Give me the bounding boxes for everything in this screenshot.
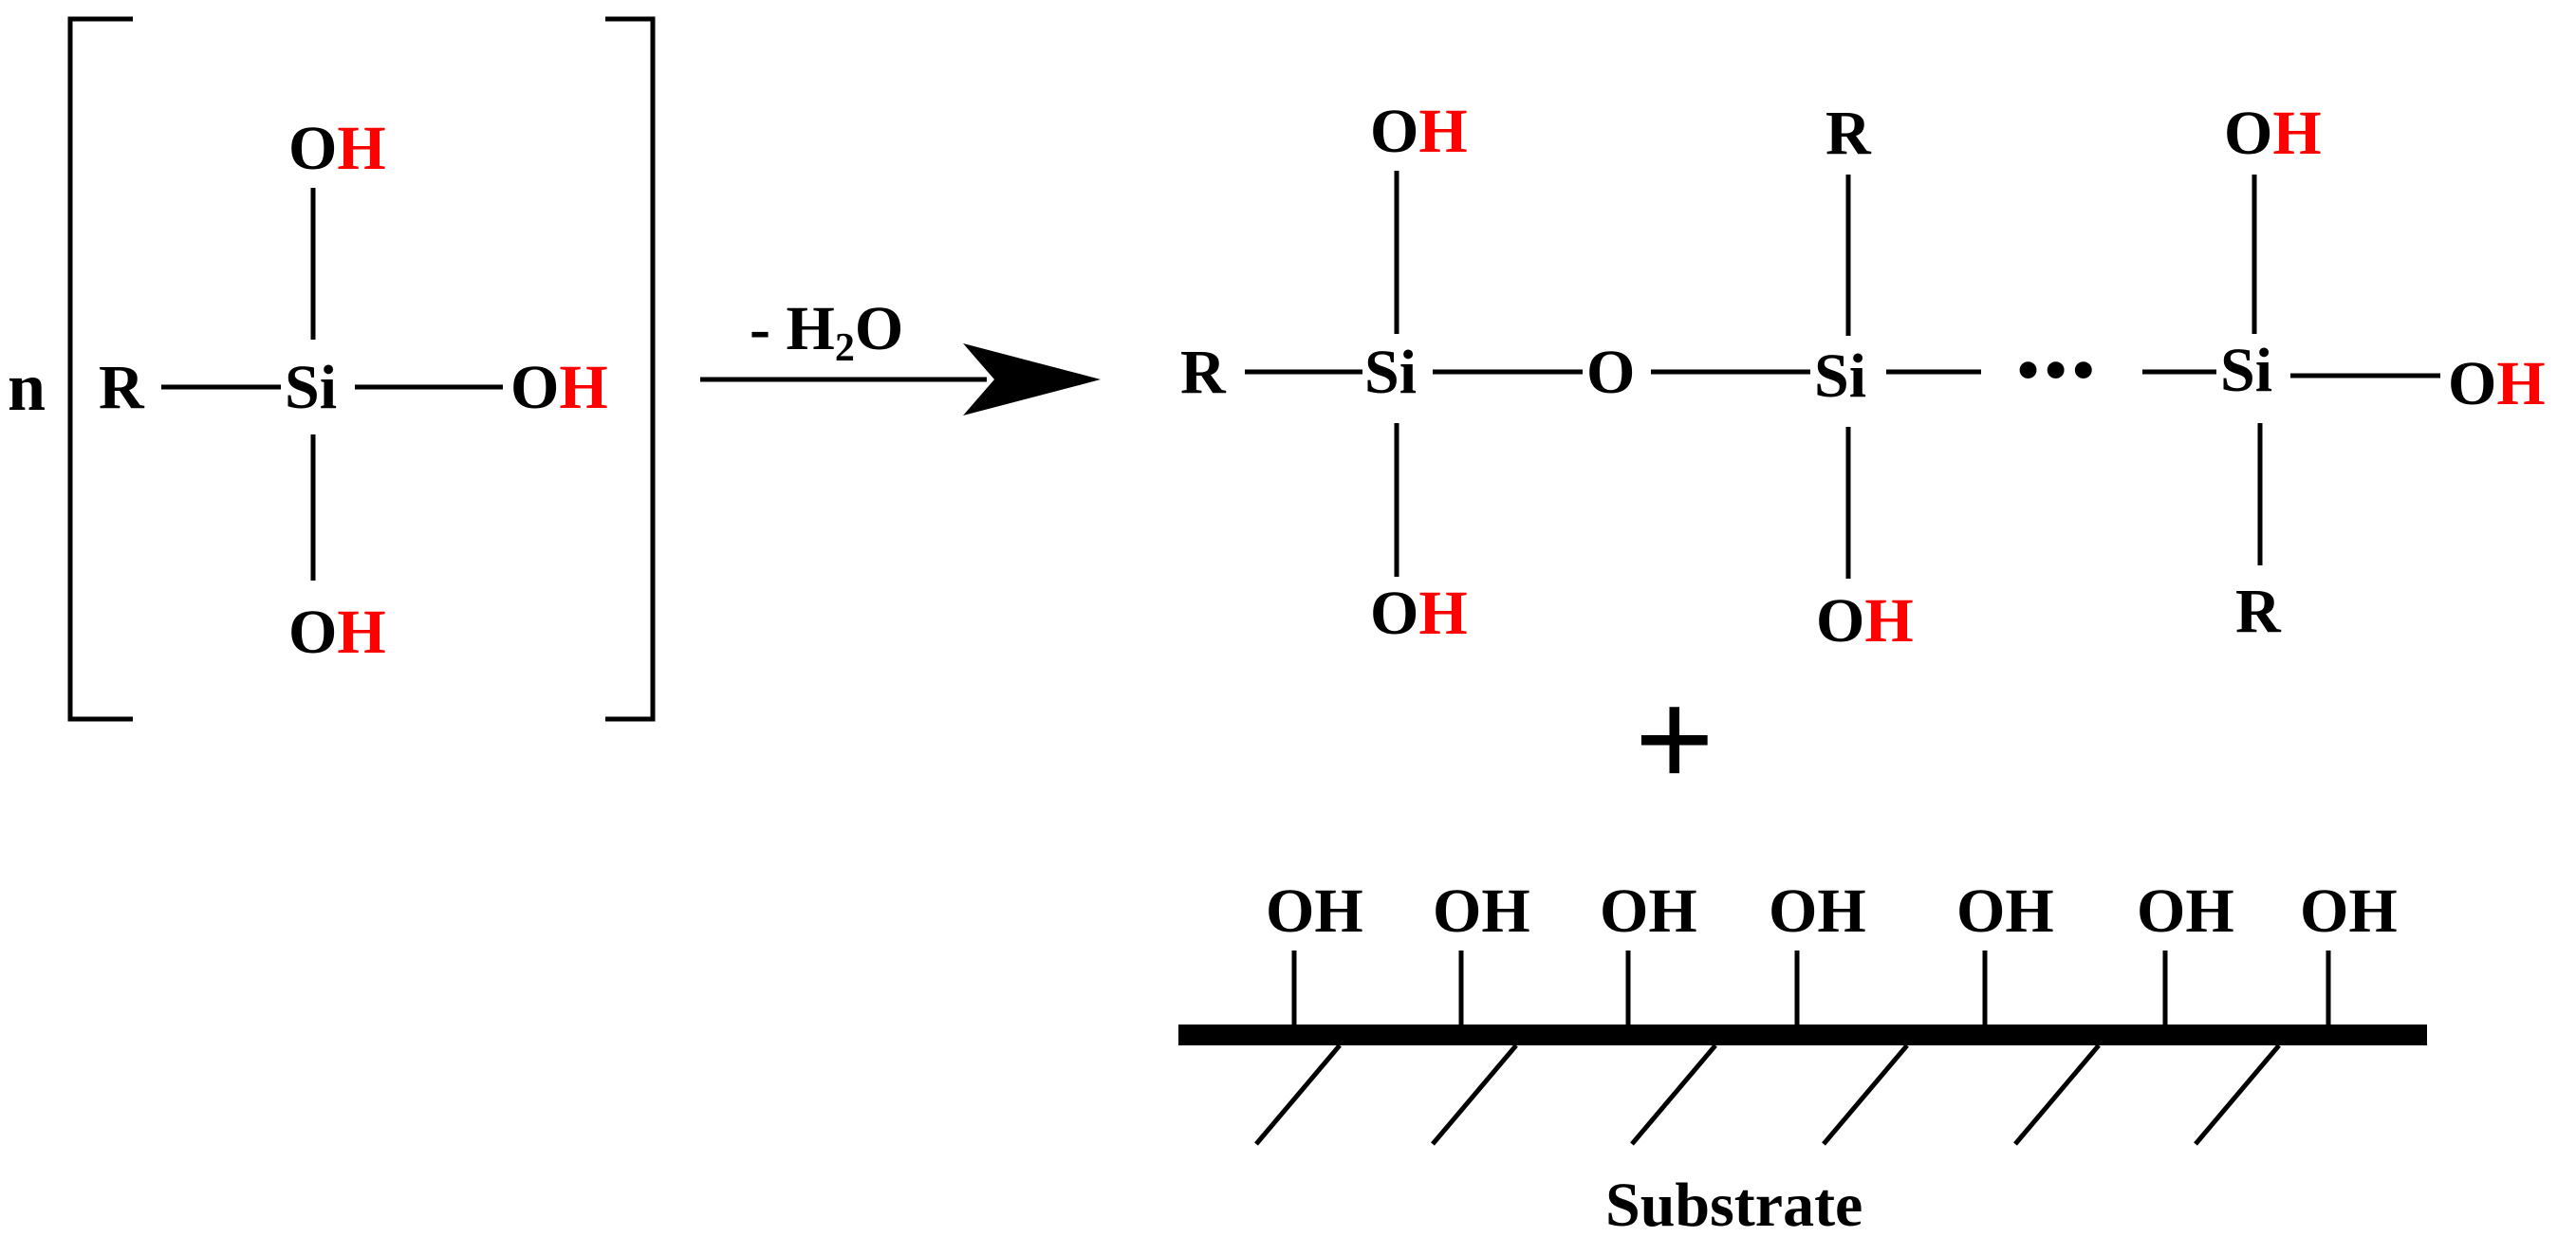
reactant-oh-bottom: OH [288,598,386,667]
reactant-oh-right: OH [510,353,608,422]
product-bridge-o: O [1586,338,1635,407]
product-oh-bottom-2: OH [1816,586,1914,655]
reaction-arrow: - H2O [700,294,1101,415]
chain-continuation-dots: ••• [2017,336,2100,405]
right-bracket [605,16,656,722]
product-oh-top-3: OH [2224,99,2322,168]
coefficient-n: n [8,349,46,425]
surface-oh-6: OH [2137,877,2234,946]
hydroxylated-substrate: OH OH OH OH OH OH OH Substrate [1178,877,2427,1237]
product-oh-bottom-1: OH [1370,579,1468,648]
product-oh-top-1: OH [1370,97,1468,166]
product-oh-right-3: OH [2448,349,2546,418]
hatch-line-4 [1822,1043,1909,1146]
reactant-si: Si [285,353,337,422]
product-r-top-2: R [1825,99,1872,168]
arrow-head [963,343,1101,415]
reactant-oh-top: OH [288,114,386,183]
arrow-label-water-loss: - H2O [750,294,903,370]
substrate-hatching [1254,1043,2281,1146]
hatch-line-3 [1630,1043,1717,1146]
substrate-label: Substrate [1605,1171,1863,1237]
hatch-line-6 [2194,1043,2281,1146]
reactant-monomer: n OH R Si OH OH [8,16,656,722]
surface-oh-1: OH [1266,877,1363,946]
surface-hydroxyl-groups: OH OH OH OH OH OH OH [1266,877,2398,1025]
hatch-line-5 [2013,1043,2101,1146]
surface-oh-5: OH [1956,877,2054,946]
hatch-line-2 [1431,1043,1518,1146]
product-si-3: Si [2220,336,2272,405]
product-r-left: R [1180,338,1227,407]
product-si-1: Si [1364,338,1417,407]
plus-sign: + [1634,661,1714,819]
product-oligomer: OH R Si OH O R Si OH ••• OH Si [1180,97,2546,655]
substrate-surface [1178,1025,2427,1045]
reactant-r: R [99,353,145,422]
surface-oh-3: OH [1600,877,1697,946]
hatch-line-1 [1254,1043,1342,1146]
surface-oh-7: OH [2300,877,2398,946]
surface-oh-4: OH [1769,877,1866,946]
product-si-2: Si [1814,342,1866,411]
surface-oh-2: OH [1433,877,1530,946]
product-r-bottom-3: R [2235,577,2282,646]
left-bracket [67,16,133,722]
